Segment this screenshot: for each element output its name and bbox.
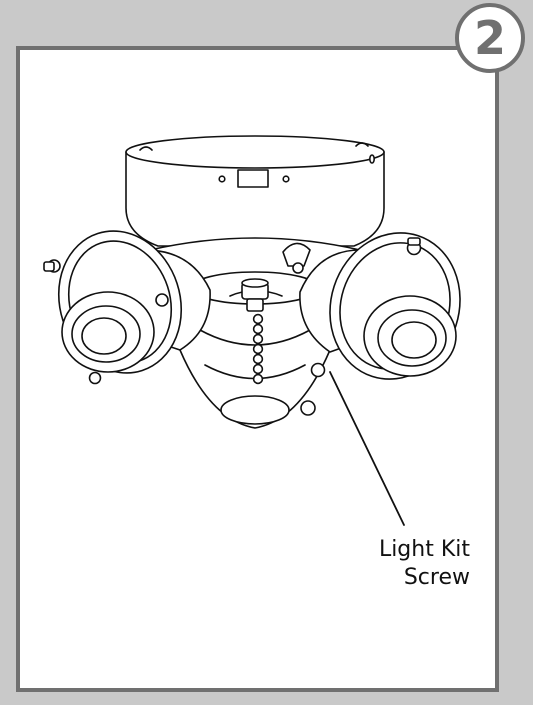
- callout-leader-line: [329, 371, 405, 526]
- step-badge: 2: [455, 3, 525, 73]
- callout-label-line-1: Light Kit: [378, 537, 470, 562]
- light-kit-screw: [282, 242, 311, 274]
- pull-chain: [241, 278, 269, 385]
- canopy: [125, 135, 385, 247]
- step-number: 2: [473, 11, 506, 65]
- left-lamp-arm: [43, 230, 211, 385]
- callout-label: Light Kit Screw: [340, 536, 470, 592]
- callout-label-line-2: Screw: [403, 565, 470, 590]
- right-lamp-arm: [299, 232, 461, 416]
